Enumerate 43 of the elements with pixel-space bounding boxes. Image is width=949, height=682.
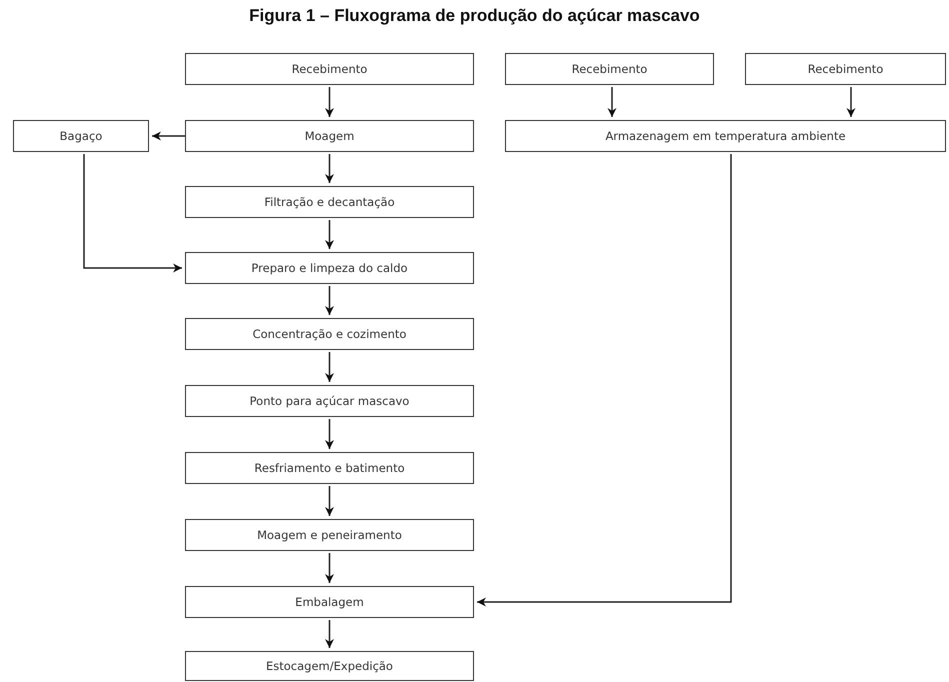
- process-box: [13, 120, 149, 152]
- process-box: [505, 120, 946, 152]
- process-box: [185, 318, 474, 350]
- step-label: Ponto para açúcar mascavo: [250, 394, 410, 408]
- step-label: Embalagem: [295, 595, 364, 609]
- arrow: [83, 154, 182, 272]
- step-label: Recebimento: [292, 62, 368, 76]
- step-label: Resfriamento e batimento: [254, 461, 405, 475]
- process-box: [505, 53, 714, 85]
- arrow: [608, 87, 616, 117]
- process-box: [185, 186, 474, 218]
- diagram-title: Figura 1 – Fluxograma de produção do açúcar mascavo: [248, 6, 701, 26]
- step-label: Estocagem/Expedição: [266, 659, 393, 673]
- process-box: [185, 252, 474, 284]
- arrow: [325, 620, 334, 648]
- step-label: Recebimento: [572, 62, 648, 76]
- arrow: [325, 154, 334, 183]
- process-box: [745, 53, 946, 85]
- arrow: [325, 286, 334, 315]
- step-label: Filtração e decantação: [264, 195, 395, 209]
- step-label: Concentração e cozimento: [252, 327, 406, 341]
- process-box: [185, 53, 474, 85]
- process-box: [185, 120, 474, 152]
- arrow: [325, 352, 334, 382]
- step-label: Armazenagem em temperatura ambiente: [605, 129, 846, 143]
- step-label: Moagem: [304, 129, 354, 143]
- arrow: [325, 87, 334, 117]
- process-box: [185, 586, 474, 618]
- arrow: [325, 553, 334, 583]
- arrow: [477, 154, 732, 606]
- process-box: [185, 519, 474, 551]
- arrow: [325, 220, 334, 249]
- step-label: Moagem e peneiramento: [257, 528, 402, 542]
- arrow: [846, 87, 856, 117]
- step-label: Bagaço: [60, 129, 102, 143]
- process-box: [185, 452, 474, 484]
- arrow: [152, 132, 185, 140]
- arrow: [325, 419, 334, 449]
- process-box: [185, 651, 474, 681]
- step-label: Preparo e limpeza do caldo: [251, 261, 408, 275]
- step-label: Recebimento: [808, 62, 884, 76]
- process-box: [185, 385, 474, 417]
- arrow: [325, 486, 334, 516]
